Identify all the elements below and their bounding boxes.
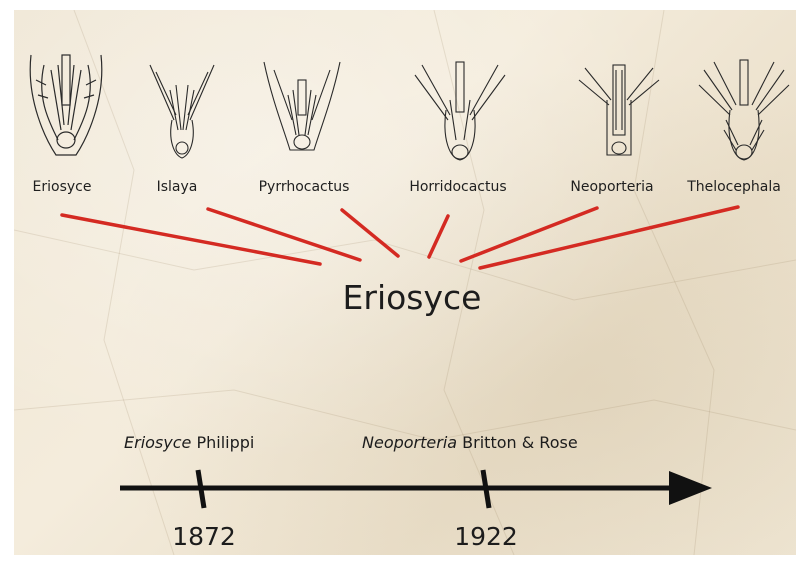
genus-label-horridocactus: Horridocactus <box>409 179 506 195</box>
connector-pyrrhocactus <box>342 210 398 256</box>
timeline-tick-1922 <box>483 470 489 508</box>
timeline <box>120 470 712 508</box>
connector-horridocactus <box>429 216 448 257</box>
event-label-eriosyce: Eriosyce Philippi <box>124 433 254 452</box>
genus-label-neoporteria: Neoporteria <box>570 179 653 195</box>
flower-section-pyrrhocactus-icon <box>264 62 340 150</box>
flower-section-eriosyce-icon <box>30 55 102 155</box>
genus-label-islaya: Islaya <box>157 179 198 195</box>
event-label-neoporteria: Neoporteria Britton & Rose <box>362 433 578 452</box>
genus-label-eriosyce: Eriosyce <box>33 179 92 195</box>
paper-background: Eriosyce Islaya Pyrrhocactus Horridocact… <box>14 10 796 555</box>
flower-section-islaya-icon <box>150 65 214 158</box>
event-author-neoporteria: Britton & Rose <box>457 433 578 452</box>
event-genus-eriosyce: Eriosyce <box>124 433 191 452</box>
flower-section-horridocactus-icon <box>415 62 505 160</box>
connector-neoporteria <box>461 208 597 261</box>
event-genus-neoporteria: Neoporteria <box>362 433 457 452</box>
timeline-arrowhead <box>669 471 712 505</box>
year-label-1922: 1922 <box>454 522 518 551</box>
connector-lines <box>62 207 738 268</box>
event-author-eriosyce: Philippi <box>191 433 254 452</box>
connector-islaya <box>208 209 360 260</box>
merged-genus-label: Eriosyce <box>343 278 482 317</box>
timeline-tick-1872 <box>198 470 204 508</box>
genus-label-pyrrhocactus: Pyrrhocactus <box>259 179 350 195</box>
genus-label-thelocephala: Thelocephala <box>687 179 781 195</box>
year-label-1872: 1872 <box>172 522 236 551</box>
connector-eriosyce <box>62 215 320 264</box>
flower-section-thelocephala-icon <box>699 60 789 160</box>
